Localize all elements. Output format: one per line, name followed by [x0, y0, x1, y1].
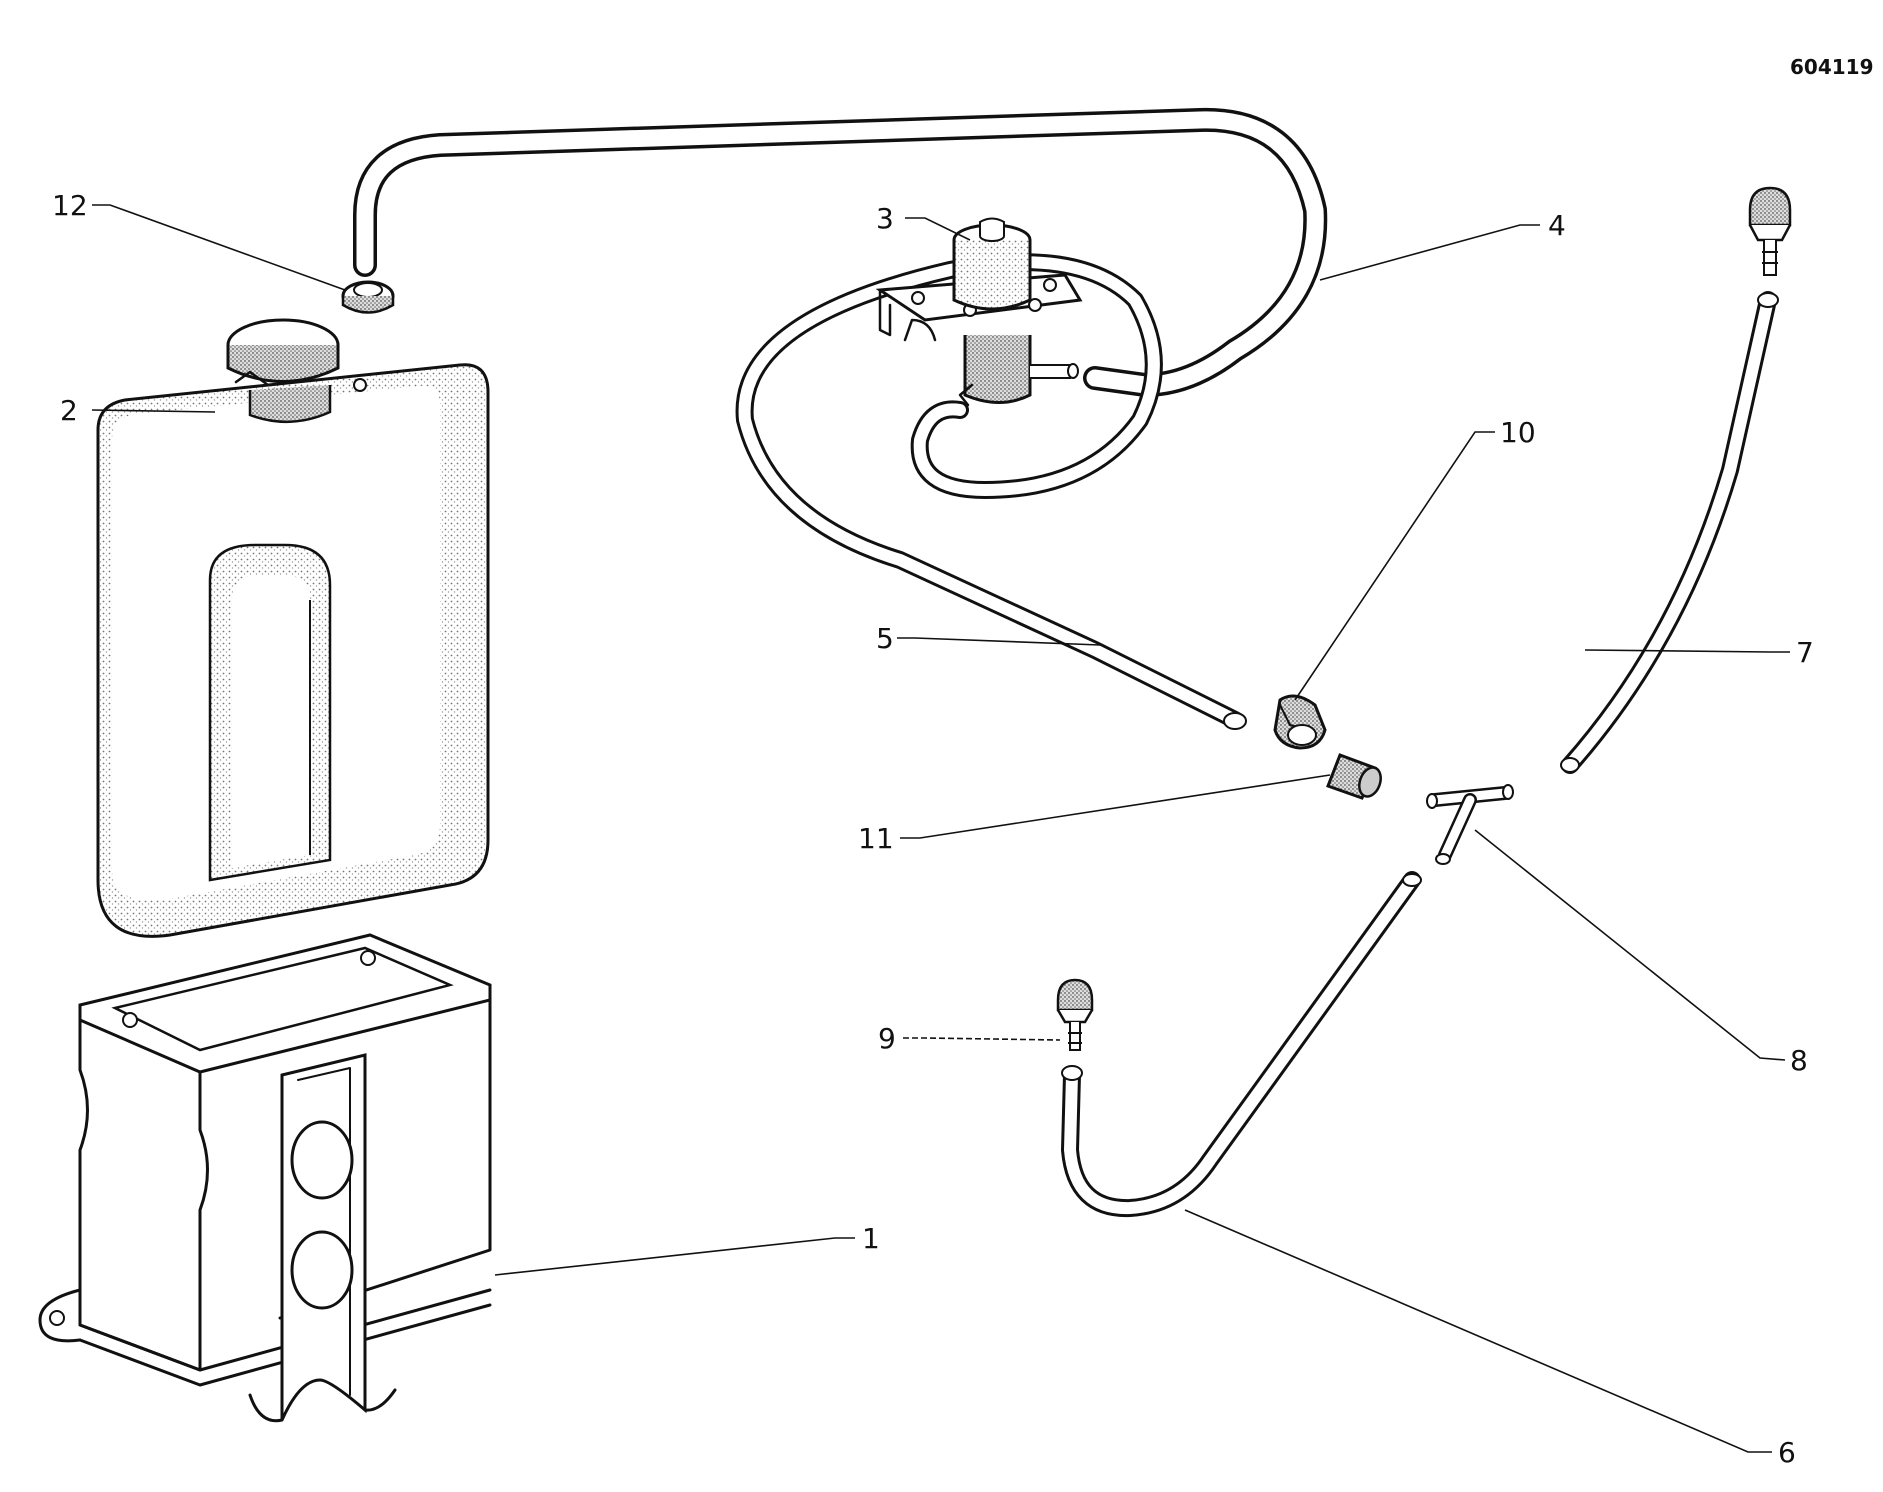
leader-8 — [1474, 829, 1786, 1061]
part-label-9: 9 — [878, 1022, 896, 1055]
left-washer-jet — [1056, 978, 1094, 1051]
leader-4 — [1319, 224, 1540, 281]
part-label-10: 10 — [1500, 416, 1536, 449]
t-connector — [1426, 784, 1514, 865]
part-label-4: 4 — [1548, 209, 1566, 242]
leader-5 — [897, 637, 1101, 646]
leader-6 — [1184, 1209, 1772, 1453]
leader-7 — [1584, 649, 1790, 653]
part-label-5: 5 — [876, 622, 894, 655]
leader-lines — [91, 204, 1790, 1453]
right-washer-jet — [1748, 186, 1792, 276]
part-label-8: 8 — [1790, 1044, 1808, 1077]
left-jet-hose — [1061, 871, 1422, 1218]
part-label-11: 11 — [858, 822, 894, 855]
leader-11 — [900, 774, 1331, 839]
tank-holder-bracket — [38, 933, 492, 1423]
grommet — [341, 280, 395, 314]
inline-filter — [1326, 753, 1382, 800]
drawing-ref-number: 604119 — [1790, 55, 1874, 79]
leader-3 — [905, 217, 971, 241]
part-label-2: 2 — [60, 394, 78, 427]
part-label-3: 3 — [876, 202, 894, 235]
right-jet-hose — [1560, 291, 1779, 774]
leader-1 — [494, 1237, 855, 1276]
part-label-7: 7 — [1796, 636, 1814, 669]
leader-2 — [91, 409, 216, 413]
leader-12 — [92, 204, 346, 291]
leader-10 — [1294, 431, 1495, 701]
main-supply-hose — [353, 107, 1328, 397]
part-label-1: 1 — [862, 1222, 880, 1255]
pump-outlet-hose — [735, 253, 1247, 730]
part-label-12: 12 — [52, 189, 88, 222]
part-labels: 12 2 3 4 5 10 11 7 8 9 1 6 — [52, 189, 1814, 1469]
reservoir-tank — [96, 318, 490, 938]
part-label-6: 6 — [1778, 1436, 1796, 1469]
washer-pump — [875, 217, 1083, 407]
leader-9 — [903, 1037, 1061, 1041]
hose-clip — [1273, 694, 1327, 750]
